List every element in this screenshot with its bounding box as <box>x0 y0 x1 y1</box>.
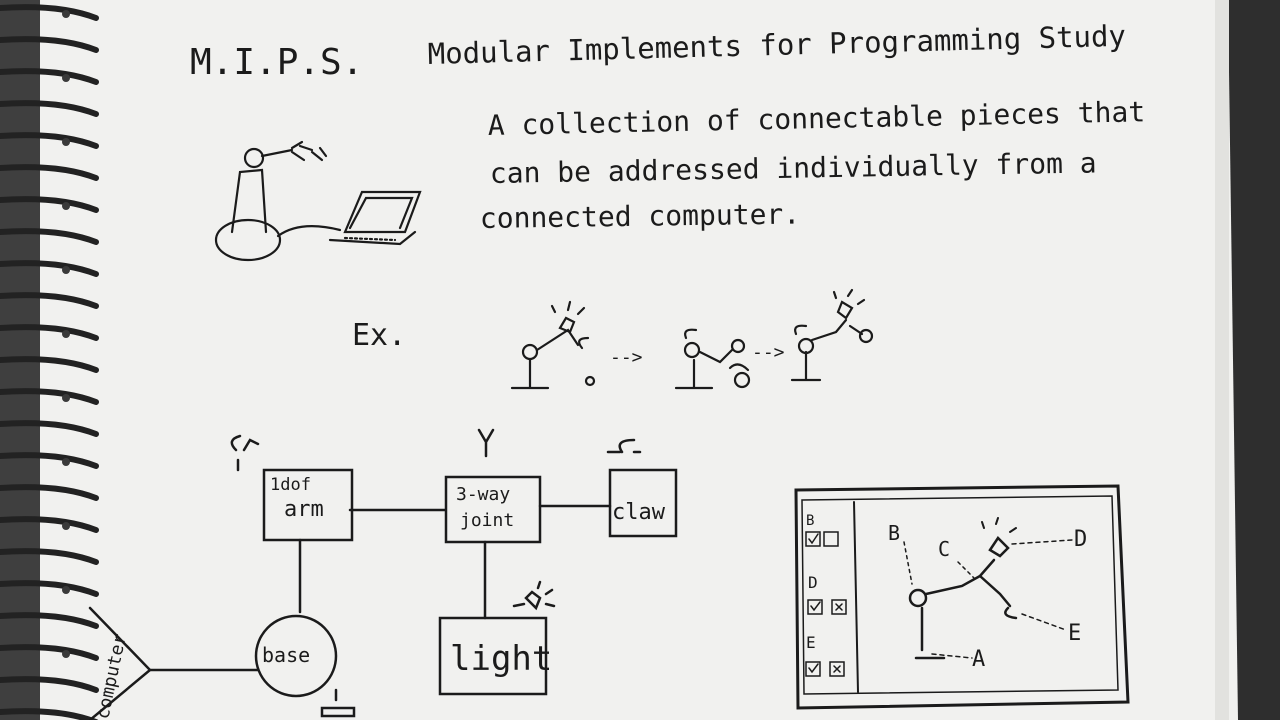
arm-label-line-1: 1dof <box>270 475 311 495</box>
description-line-3: connected computer. <box>480 198 801 235</box>
arm-module-box <box>262 468 354 542</box>
claw-label: claw <box>612 500 666 525</box>
light-module-box <box>438 616 548 696</box>
ui-panel-b-label: B <box>806 513 814 529</box>
joint-label-line-2: joint <box>460 510 514 531</box>
claw-module-box <box>608 468 678 538</box>
example-arrow-1: --> <box>610 347 643 368</box>
page-edge-shadow <box>1215 0 1229 720</box>
example-sequence-sketch <box>510 288 874 390</box>
robot-laptop-sketch <box>214 140 422 262</box>
spiral-binding <box>0 4 99 720</box>
spiral-holes <box>62 10 70 658</box>
light-label: light <box>450 639 552 679</box>
arm-label-line-2: arm <box>284 497 324 522</box>
example-label: Ex. <box>352 318 406 353</box>
ui-label-a: A <box>972 647 985 672</box>
ui-mockup-sketch <box>794 484 1130 710</box>
ui-label-b: B <box>888 521 900 545</box>
ui-panel-e-label: E <box>806 633 816 652</box>
example-arrow-2: --> <box>752 342 785 363</box>
base-label: base <box>262 643 310 667</box>
joint-module-box <box>444 475 542 544</box>
ui-label-d: D <box>1074 527 1087 552</box>
computer-module-shape <box>88 606 152 720</box>
title-acronym: M.I.P.S. <box>190 42 363 83</box>
joint-label-line-1: 3-way <box>456 484 510 505</box>
ui-panel-d-label: D <box>808 573 818 592</box>
ui-label-e: E <box>1068 621 1081 646</box>
module-diagram <box>88 428 678 720</box>
ui-label-c: C <box>938 537 950 561</box>
base-module-circle <box>254 614 338 698</box>
